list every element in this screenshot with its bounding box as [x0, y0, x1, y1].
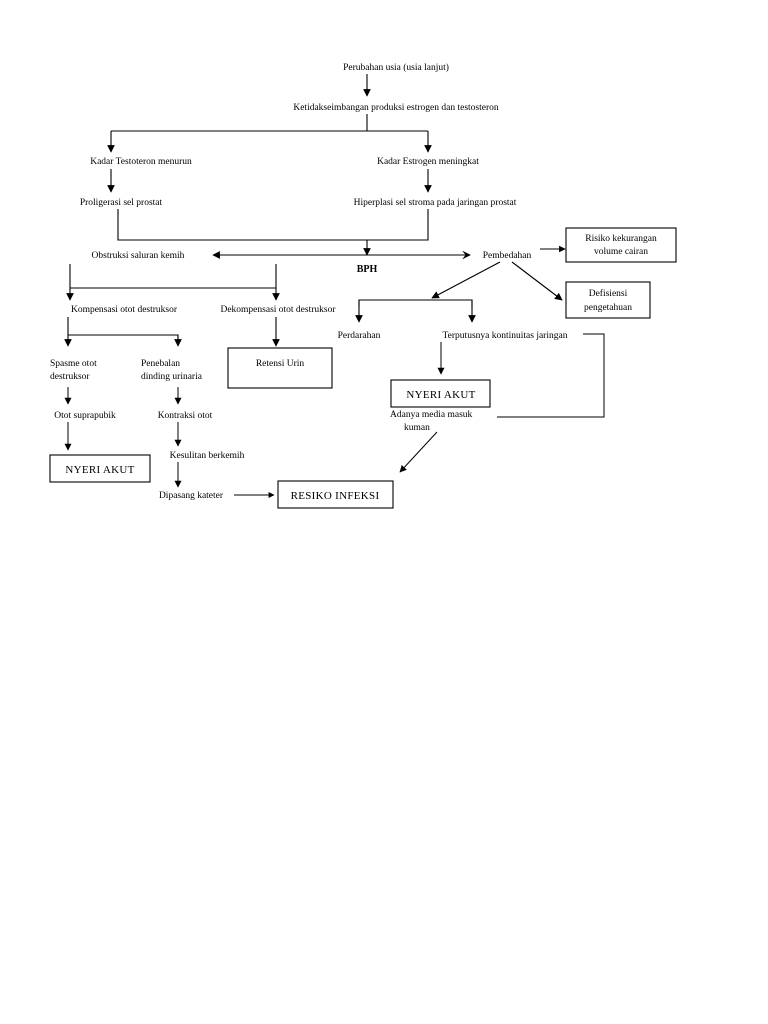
edge-merge-bracket: [117, 209, 429, 241]
node-hiperplasi-sel-stroma: Hiperplasi sel stroma pada jaringan pros…: [354, 198, 517, 208]
node-ketidakseimbangan: Ketidakseimbangan produksi estrogen dan …: [293, 103, 499, 113]
node-bph: BPH: [357, 264, 378, 275]
node-dekompensasi-otot-destruksor: Dekompensasi otot destruksor: [220, 305, 336, 315]
edge-adanya-media-to-resiko-infeksi: [399, 431, 438, 473]
node-retensi-urin: Retensi Urin: [256, 359, 305, 369]
edge-layer: [64, 74, 605, 498]
node-kompensasi-otot-destruksor: Kompensasi otot destruksor: [71, 305, 178, 315]
node-kadar-testoteron-menurun: Kadar Testoteron menurun: [90, 157, 192, 167]
node-spasme-line1: Spasme otot: [50, 359, 97, 369]
box-layer: [49, 227, 677, 509]
node-pembedahan: Pembedahan: [483, 251, 532, 261]
node-adanya-media-line1: Adanya media masuk: [390, 410, 473, 420]
box-defisiensi-pengetahuan[interactable]: [565, 281, 651, 319]
node-kontraksi-otot: Kontraksi otot: [158, 411, 213, 421]
node-defisiensi-line2: pengetahuan: [584, 303, 632, 313]
edge-pembedahan-to-defisiensi: [511, 261, 563, 301]
node-kesulitan-berkemih: Kesulitan berkemih: [170, 451, 245, 461]
node-dipasang-kateter: Dipasang kateter: [159, 491, 224, 501]
node-nyeri-akut-kanan: NYERI AKUT: [406, 389, 475, 401]
box-nyeri-akut-kiri[interactable]: [49, 454, 151, 483]
edge-kompensasi-bracket: [67, 317, 179, 344]
node-resiko-infeksi: RESIKO INFEKSI: [291, 490, 380, 502]
node-otot-suprapubik: Otot suprapubik: [54, 411, 116, 421]
node-kadar-estrogen-meningkat: Kadar Estrogen meningkat: [377, 157, 479, 167]
box-resiko-infeksi[interactable]: [277, 480, 394, 509]
node-penebalan-line1: Penebalan: [141, 359, 180, 369]
node-risiko-kekurangan-line2: volume cairan: [594, 247, 648, 257]
label-layer: Perubahan usia (usia lanjut) Ketidakseim…: [50, 62, 657, 502]
node-nyeri-akut-kiri: NYERI AKUT: [65, 464, 134, 476]
node-obstruksi-saluran-kemih: Obstruksi saluran kemih: [92, 251, 185, 261]
node-proligerasi-sel-prostat: Proligerasi sel prostat: [80, 198, 163, 208]
edge-bracket-perdarahan-terputusnya: [358, 299, 473, 307]
edge-terputusnya-loop-to-adanya-media: [497, 333, 605, 418]
node-risiko-kekurangan-line1: Risiko kekurangan: [585, 234, 657, 244]
edge-obstruksi-bracket: [69, 264, 277, 289]
node-penebalan-line2: dinding urinaria: [141, 372, 203, 382]
node-adanya-media-line2: kuman: [404, 423, 430, 433]
box-retensi-urin[interactable]: [227, 347, 333, 389]
edge-pembedahan-to-bracket: [431, 261, 501, 299]
node-perdarahan: Perdarahan: [338, 331, 381, 341]
node-defisiensi-line1: Defisiensi: [589, 288, 628, 299]
box-risiko-kekurangan-volume-cairan[interactable]: [565, 227, 677, 263]
box-nyeri-akut-kanan[interactable]: [390, 379, 491, 408]
node-spasme-line2: destruksor: [50, 372, 90, 382]
node-terputusnya-kontinuitas: Terputusnya kontinuitas jaringan: [443, 331, 568, 341]
node-perubahan-usia: Perubahan usia (usia lanjut): [343, 62, 449, 73]
